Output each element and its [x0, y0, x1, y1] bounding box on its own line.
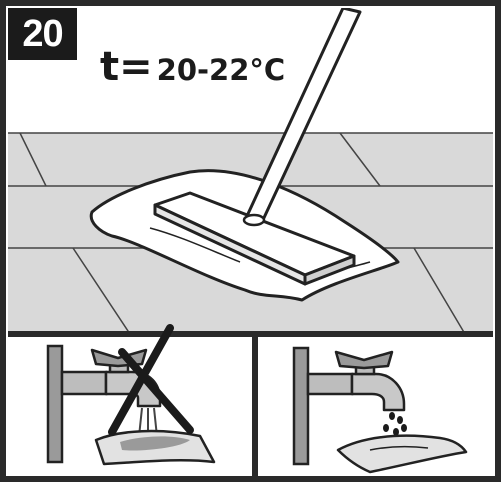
tap-rinse-forbidden-icon — [46, 324, 216, 466]
temperature-label: t= 20-22°C — [100, 44, 285, 94]
step-number-badge: 20 — [8, 8, 77, 60]
temperature-symbol: t= — [100, 44, 153, 90]
cross-stroke-2 — [108, 324, 174, 436]
mop-on-floor-icon — [8, 8, 493, 334]
temperature-value: 20-22°C — [156, 53, 286, 87]
cross-stroke-1 — [118, 348, 194, 434]
tap-drip-allowed-icon — [292, 346, 468, 474]
